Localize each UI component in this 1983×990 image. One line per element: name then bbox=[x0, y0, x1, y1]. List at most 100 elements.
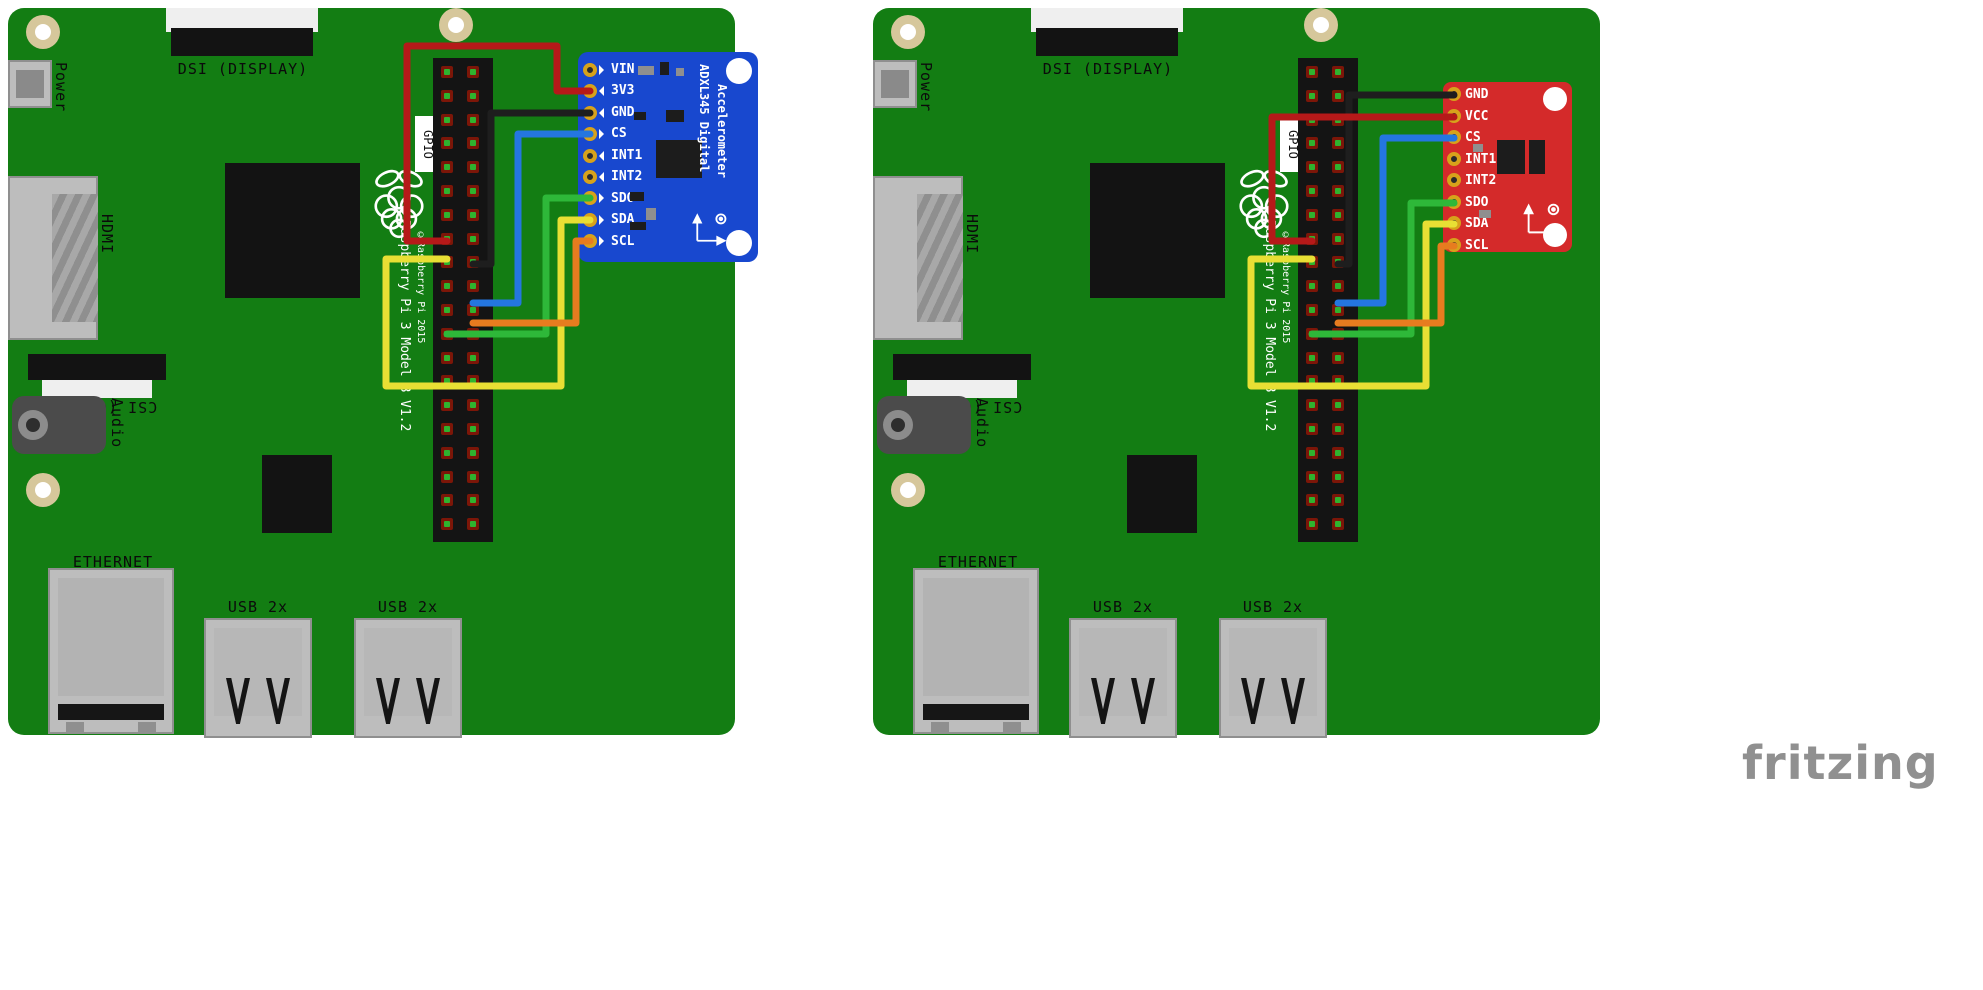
usb-port bbox=[1219, 618, 1327, 738]
gpio-header[interactable] bbox=[1298, 58, 1358, 542]
pin-arrow-icon bbox=[599, 108, 604, 118]
gpio-pin bbox=[467, 256, 479, 269]
gpio-pin bbox=[467, 470, 479, 483]
gpio-pin bbox=[1332, 446, 1344, 459]
usb-port-inner bbox=[1079, 628, 1167, 716]
pin-label-sda: SDA bbox=[611, 212, 635, 227]
breakout-mounting-hole bbox=[726, 58, 752, 84]
gpio-pin bbox=[441, 470, 453, 483]
mounting-hole bbox=[439, 8, 473, 42]
copyright-label: ©Raspberry Pi 2015 bbox=[1280, 230, 1291, 344]
breakout-pad bbox=[583, 105, 597, 120]
pin-arrow-icon bbox=[599, 86, 604, 96]
gpio-pin bbox=[441, 518, 453, 531]
gpio-pin-column bbox=[1306, 66, 1318, 531]
smd-component bbox=[1529, 140, 1545, 174]
gpio-pin bbox=[1306, 470, 1318, 483]
usb-label: USB 2x bbox=[227, 598, 289, 616]
smd-component bbox=[630, 192, 644, 201]
gpio-pin bbox=[467, 375, 479, 388]
gpio-pin bbox=[1332, 494, 1344, 507]
smd-component bbox=[660, 62, 669, 75]
gpio-pin bbox=[467, 280, 479, 293]
gpio-pin bbox=[441, 66, 453, 78]
csi-flex-cable bbox=[42, 380, 152, 398]
gpio-pin bbox=[441, 232, 453, 245]
breakout-pad bbox=[1447, 216, 1461, 230]
gpio-pin bbox=[441, 89, 453, 102]
power-label: Power bbox=[52, 62, 70, 113]
gpio-pin bbox=[1332, 137, 1344, 150]
ethernet-jack-foot bbox=[138, 722, 156, 732]
gpio-pin bbox=[441, 161, 453, 174]
gpio-pin bbox=[441, 208, 453, 221]
pin-label-vcc: VCC bbox=[1465, 109, 1489, 124]
adxl345-breakout-sparkfun[interactable]: GND VCC CS INT1 INT2 SDO SDA SCL bbox=[1443, 82, 1572, 253]
gpio-pin bbox=[1306, 518, 1318, 531]
gpio-pin bbox=[467, 137, 479, 150]
gpio-pin bbox=[1332, 256, 1344, 269]
gpio-pin bbox=[441, 113, 453, 126]
pin-label-3v3: 3V3 bbox=[611, 83, 635, 98]
circuit-right: Power DSI (DISPLAY) HDMI GPIO bbox=[865, 0, 1725, 990]
dsi-label: DSI (DISPLAY) bbox=[177, 60, 309, 78]
mounting-hole bbox=[26, 15, 60, 49]
gpio-pin bbox=[1306, 280, 1318, 293]
fritzing-watermark: fritzing bbox=[1742, 736, 1939, 790]
power-connector-inner bbox=[881, 70, 909, 98]
pin-label-cs: CS bbox=[1465, 130, 1481, 145]
gpio-pin bbox=[467, 518, 479, 531]
gpio-pin bbox=[467, 446, 479, 459]
gpio-pin bbox=[467, 327, 479, 340]
gpio-pin bbox=[441, 137, 453, 150]
gpio-pin bbox=[467, 232, 479, 245]
breakout-pad bbox=[1447, 130, 1461, 144]
gpio-pin bbox=[441, 184, 453, 197]
breakout-pad bbox=[583, 127, 597, 142]
breakout-pad bbox=[1447, 87, 1461, 101]
usb-port-inner bbox=[1229, 628, 1317, 716]
ethernet-jack-front bbox=[923, 578, 1029, 696]
gpio-pin bbox=[1332, 518, 1344, 531]
breakout-pad bbox=[583, 169, 597, 184]
breakout-mounting-hole bbox=[1543, 223, 1567, 247]
csi-flex-cable bbox=[907, 380, 1017, 398]
gpio-pin bbox=[1332, 399, 1344, 412]
hdmi-connector-fins bbox=[917, 194, 963, 322]
pin-label-scl: SCL bbox=[611, 234, 635, 249]
breakout-pad bbox=[583, 234, 597, 249]
smd-component bbox=[1473, 144, 1483, 152]
gpio-pin bbox=[1306, 66, 1318, 78]
mounting-hole bbox=[26, 473, 60, 507]
smd-component bbox=[630, 222, 646, 230]
smd-component bbox=[634, 112, 646, 120]
dsi-label: DSI (DISPLAY) bbox=[1042, 60, 1174, 78]
gpio-pin bbox=[1332, 327, 1344, 340]
gpio-pin-column bbox=[467, 66, 479, 531]
gpio-pin bbox=[441, 256, 453, 269]
gpio-pin bbox=[441, 422, 453, 435]
gpio-pin bbox=[467, 399, 479, 412]
gpio-pin bbox=[467, 66, 479, 78]
pin-arrow-icon bbox=[599, 215, 604, 225]
gpio-pin bbox=[441, 399, 453, 412]
gpio-pin bbox=[1332, 280, 1344, 293]
mounting-hole bbox=[891, 15, 925, 49]
gpio-pin bbox=[441, 303, 453, 316]
gpio-pin bbox=[1306, 161, 1318, 174]
adxl345-breakout-adafruit[interactable]: VIN 3V3 GND CS INT1 INT2 SDO SDA SCL ADX… bbox=[578, 52, 758, 262]
pin-label-gnd: GND bbox=[1465, 87, 1489, 102]
mounting-hole bbox=[891, 473, 925, 507]
gpio-pin bbox=[1306, 303, 1318, 316]
breakout-pad bbox=[1447, 237, 1461, 252]
breakout-pad bbox=[583, 191, 597, 206]
gpio-header[interactable] bbox=[433, 58, 493, 542]
axis-indicator bbox=[692, 213, 727, 246]
breakout-pad-column bbox=[1447, 87, 1461, 252]
smd-component bbox=[666, 110, 684, 122]
pin-label-int2: INT2 bbox=[1465, 173, 1497, 188]
ethernet-jack-slot bbox=[58, 704, 164, 720]
gpio-pin bbox=[467, 494, 479, 507]
copyright-label: ©Raspberry Pi 2015 bbox=[415, 230, 426, 344]
usb-port-inner bbox=[364, 628, 452, 716]
